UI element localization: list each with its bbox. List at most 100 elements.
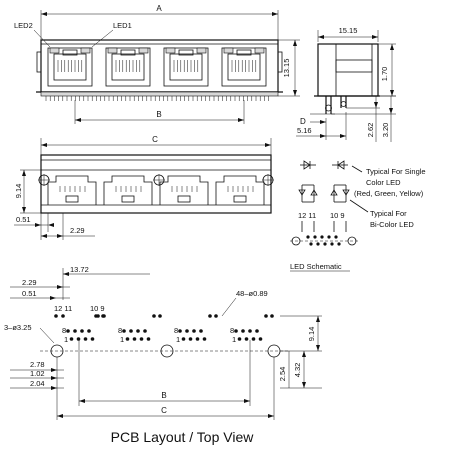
rj45-socket-top [111, 53, 145, 81]
dim-c-label: C [152, 135, 158, 144]
contact-pad [202, 337, 207, 341]
pcb-dim-254: 2.54 [278, 367, 287, 382]
front-view: C 9.14 0.51 2.29 [14, 135, 274, 240]
contact-pad [83, 337, 88, 341]
pcb-caption: PCB Layout / Top View [111, 429, 255, 445]
pin-8-label: 8 [230, 326, 234, 335]
schematic-pad [334, 235, 338, 239]
led-pad [61, 314, 65, 318]
schematic-pad [306, 235, 310, 239]
dim-262-label: 2.62 [366, 123, 375, 138]
pin-8-label: 8 [174, 326, 178, 335]
pcb-dim-278: 2.78 [30, 360, 45, 369]
contact-pad [129, 329, 133, 333]
contact-pad [255, 329, 259, 333]
dim-914-label: 9.14 [14, 184, 23, 199]
latch-slot [233, 195, 247, 203]
rj45-port-front [159, 175, 209, 205]
schematic-pad [313, 235, 317, 239]
contact-pad [195, 337, 200, 341]
schematic-pad [320, 235, 324, 239]
pin-8-label: 8 [62, 326, 66, 335]
pcb-dim-102: 1.02 [30, 369, 45, 378]
contact-pad [248, 329, 252, 333]
dim-320-label: 3.20 [381, 123, 390, 138]
single-led-line2: Color LED [366, 178, 401, 187]
single-led-line1: Typical For Single [366, 167, 426, 176]
pin-1-label: 1 [176, 335, 180, 344]
pcb-dim-432: 4.32 [293, 363, 302, 378]
top-view: A LED2 LED1 B 13.15 [14, 4, 300, 124]
contact-pad [241, 329, 245, 333]
contact-pad [122, 329, 126, 333]
pcb-dim-c: C [161, 406, 167, 415]
contact-pad [244, 337, 249, 341]
led-pad [208, 314, 212, 318]
bicolor-led-line1: Typical For [370, 209, 407, 218]
led-pad [264, 314, 268, 318]
led-window [107, 47, 118, 54]
led-window [196, 47, 207, 54]
pcb-dim-204: 2.04 [30, 379, 45, 388]
dim-1515-label: 15.15 [339, 26, 358, 35]
dim-170-label: 1.70 [380, 67, 389, 82]
contact-pad [136, 329, 140, 333]
schematic-pad [316, 242, 320, 246]
led-pad [152, 314, 156, 318]
pcb-dim-051: 0.51 [22, 289, 37, 298]
led-legend: Typical For Single Color LED (Red, Green… [290, 160, 426, 272]
contact-pad [251, 337, 256, 341]
pcb-pins-10-9: 10 9 [90, 304, 105, 313]
led-pad [214, 314, 218, 318]
led-schematic-label: LED Schematic [290, 262, 342, 271]
dim-b-label: B [156, 110, 161, 119]
rj45-port-top [163, 47, 209, 87]
contact-pad [237, 337, 242, 341]
led-pad [158, 314, 162, 318]
schematic-pad [323, 242, 327, 246]
contact-pad [90, 337, 95, 341]
led-pins-12-11: 12 11 [298, 211, 316, 220]
led-pad [102, 314, 106, 318]
led-window [80, 47, 91, 54]
contact-pad [69, 337, 74, 341]
latch-slot [177, 195, 191, 203]
pcb-pins-12-11: 12 11 [54, 304, 72, 313]
pin-1-label: 1 [232, 335, 236, 344]
led-pad [96, 314, 100, 318]
led-pad [54, 314, 58, 318]
pin-8-label: 8 [118, 326, 122, 335]
single-led-symbol [300, 160, 363, 173]
rj45-port-front [47, 175, 97, 205]
led-schematic-footprint [290, 235, 358, 246]
dim-516-label: 5.16 [297, 126, 312, 135]
schematic-pad [330, 242, 334, 246]
contact-pad [76, 337, 81, 341]
pcb-dim-229: 2.29 [22, 278, 37, 287]
led-pins-10-9: 10 9 [330, 211, 345, 220]
led-window [223, 47, 234, 54]
contact-pad [178, 329, 182, 333]
contact-pad [192, 329, 196, 333]
led1-label: LED1 [113, 21, 132, 30]
dim-d-label: D [300, 117, 306, 126]
rj45-socket-top [53, 53, 87, 81]
led-window [165, 47, 176, 54]
rj45-latch-top [236, 49, 252, 56]
latch-slot [121, 195, 135, 203]
pcb-dim-b: B [161, 391, 166, 400]
pin-1-label: 1 [64, 335, 68, 344]
contact-pad [234, 329, 238, 333]
schematic-pad [309, 242, 313, 246]
pcb-dim-1372: 13.72 [70, 265, 89, 274]
single-led-line3: (Red, Green, Yellow) [354, 189, 424, 198]
contact-pad [258, 337, 263, 341]
pcb-dim-914: 9.14 [307, 327, 316, 342]
side-view: 15.15 1.70 D 5.16 [296, 26, 396, 142]
contact-pad [139, 337, 144, 341]
pcb-holes-small: 48–ø0.89 [236, 289, 268, 298]
contact-pad [143, 329, 147, 333]
rj45-latch-top [178, 49, 194, 56]
